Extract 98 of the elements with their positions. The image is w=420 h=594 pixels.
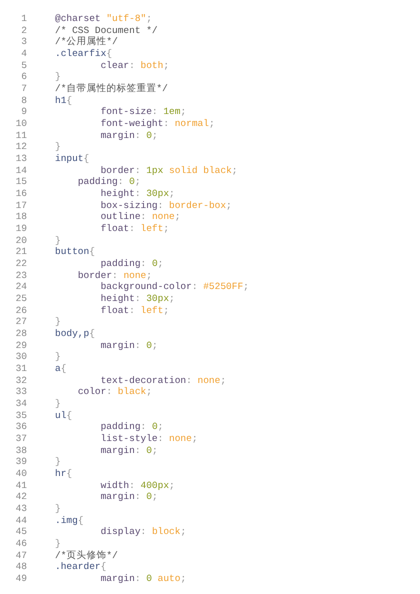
- code-line: }: [55, 456, 61, 468]
- code-line: }: [55, 538, 61, 550]
- code-line: margin: 0;: [100, 340, 158, 352]
- line-number: 36: [14, 421, 27, 434]
- code-line: hr{: [55, 468, 72, 480]
- line-number: 47: [14, 550, 27, 562]
- line-number: 34: [14, 398, 27, 410]
- code-line: list-style: none;: [100, 433, 198, 445]
- line-number: 17: [14, 200, 27, 212]
- line-number: 11: [14, 130, 27, 142]
- code-line: text-decoration: none;: [100, 374, 226, 386]
- code-line: ul{: [55, 410, 72, 422]
- code-line: h1{: [55, 94, 72, 106]
- code-line: background-color: #5250FF;: [100, 281, 249, 294]
- code-line: font-weight: normal;: [100, 118, 215, 130]
- line-number: 3: [20, 36, 27, 48]
- code-line: }: [55, 71, 61, 84]
- line-number: 32: [14, 374, 27, 386]
- code-line: box-sizing: border-box;: [100, 200, 232, 212]
- line-number: 5: [20, 60, 27, 72]
- line-number: 13: [14, 153, 27, 165]
- code-line: font-size: 1em;: [100, 106, 186, 118]
- line-number: 24: [14, 281, 27, 294]
- code-line: padding: 0;: [100, 421, 164, 434]
- code-line: margin: 0;: [100, 130, 158, 142]
- line-number: 9: [20, 106, 27, 118]
- code-line: body,p{: [55, 328, 95, 340]
- line-number: 4: [20, 48, 27, 60]
- code-line: margin: 0;: [100, 444, 158, 456]
- code-line: }: [55, 234, 61, 246]
- line-number: 43: [14, 503, 27, 515]
- line-number: 28: [14, 328, 27, 340]
- code-line: .img{: [55, 514, 84, 526]
- line-number: 15: [14, 176, 27, 188]
- code-line: display: block;: [100, 526, 186, 538]
- code-line: padding: 0;: [100, 258, 164, 270]
- line-number: 48: [14, 561, 27, 574]
- code-line: .clearfix{: [55, 48, 112, 60]
- line-number: 30: [14, 351, 27, 364]
- code-line: float: left;: [100, 223, 170, 235]
- line-number: 18: [14, 211, 27, 224]
- code-line: padding: 0;: [76, 176, 141, 188]
- line-number: 22: [14, 258, 27, 270]
- line-number: 44: [14, 514, 27, 526]
- code-line: }: [55, 503, 61, 515]
- code-line: /*自带属性的标签重置*/: [55, 83, 168, 95]
- code-line: }: [55, 351, 61, 364]
- line-number: 41: [14, 480, 27, 492]
- code-line: /*页头修饰*/: [55, 550, 118, 562]
- code-line: border: none;: [76, 270, 152, 282]
- line-number: 39: [14, 456, 27, 468]
- line-number: 42: [14, 491, 27, 504]
- code-line: width: 400px;: [100, 480, 175, 492]
- line-number: 31: [14, 363, 27, 375]
- line-number: 27: [14, 316, 27, 328]
- line-number: 12: [14, 141, 27, 154]
- line-number: 16: [14, 188, 27, 200]
- line-number: 38: [14, 444, 27, 456]
- code-line: .hearder{: [55, 561, 106, 574]
- line-number: 33: [14, 386, 27, 398]
- code-line: /* CSS Document */: [55, 24, 158, 36]
- line-number: 35: [14, 410, 27, 422]
- code-line: }: [55, 316, 61, 328]
- line-number: 37: [14, 433, 27, 445]
- line-number: 40: [14, 468, 27, 480]
- code-line: input{: [55, 153, 90, 165]
- code-line: button{: [55, 246, 95, 258]
- code-line: outline: none;: [100, 211, 180, 224]
- code-line: height: 30px;: [100, 293, 175, 305]
- line-number: 49: [14, 573, 27, 585]
- line-number: 6: [20, 71, 27, 84]
- line-number: 8: [20, 94, 27, 106]
- line-number: 45: [14, 526, 27, 538]
- line-number: 25: [14, 293, 27, 305]
- code-line: }: [55, 398, 61, 410]
- line-number: 10: [14, 118, 27, 130]
- code-line: color: black;: [76, 386, 152, 398]
- code-line: margin: 0;: [100, 491, 158, 504]
- code-line: clear: both;: [100, 60, 170, 72]
- line-number: 20: [14, 234, 27, 246]
- code-line: float: left;: [100, 304, 170, 316]
- code-line: margin: 0 auto;: [100, 573, 186, 585]
- line-number: 7: [20, 83, 27, 95]
- line-number: 19: [14, 223, 27, 235]
- code-line: }: [55, 141, 61, 154]
- code-line: border: 1px solid black;: [100, 164, 238, 176]
- line-number: 23: [14, 270, 27, 282]
- line-number: 46: [14, 538, 27, 550]
- line-number: 1: [20, 13, 27, 25]
- line-number: 21: [14, 246, 27, 258]
- code-line: /*公用属性*/: [55, 36, 118, 48]
- line-number: 26: [14, 304, 27, 316]
- line-number: 14: [14, 164, 27, 176]
- code-line: a{: [55, 363, 66, 375]
- line-number: 2: [20, 24, 27, 36]
- code-line: height: 30px;: [100, 188, 175, 200]
- code-line: @charset "utf-8";: [55, 13, 152, 25]
- line-number: 29: [14, 340, 27, 352]
